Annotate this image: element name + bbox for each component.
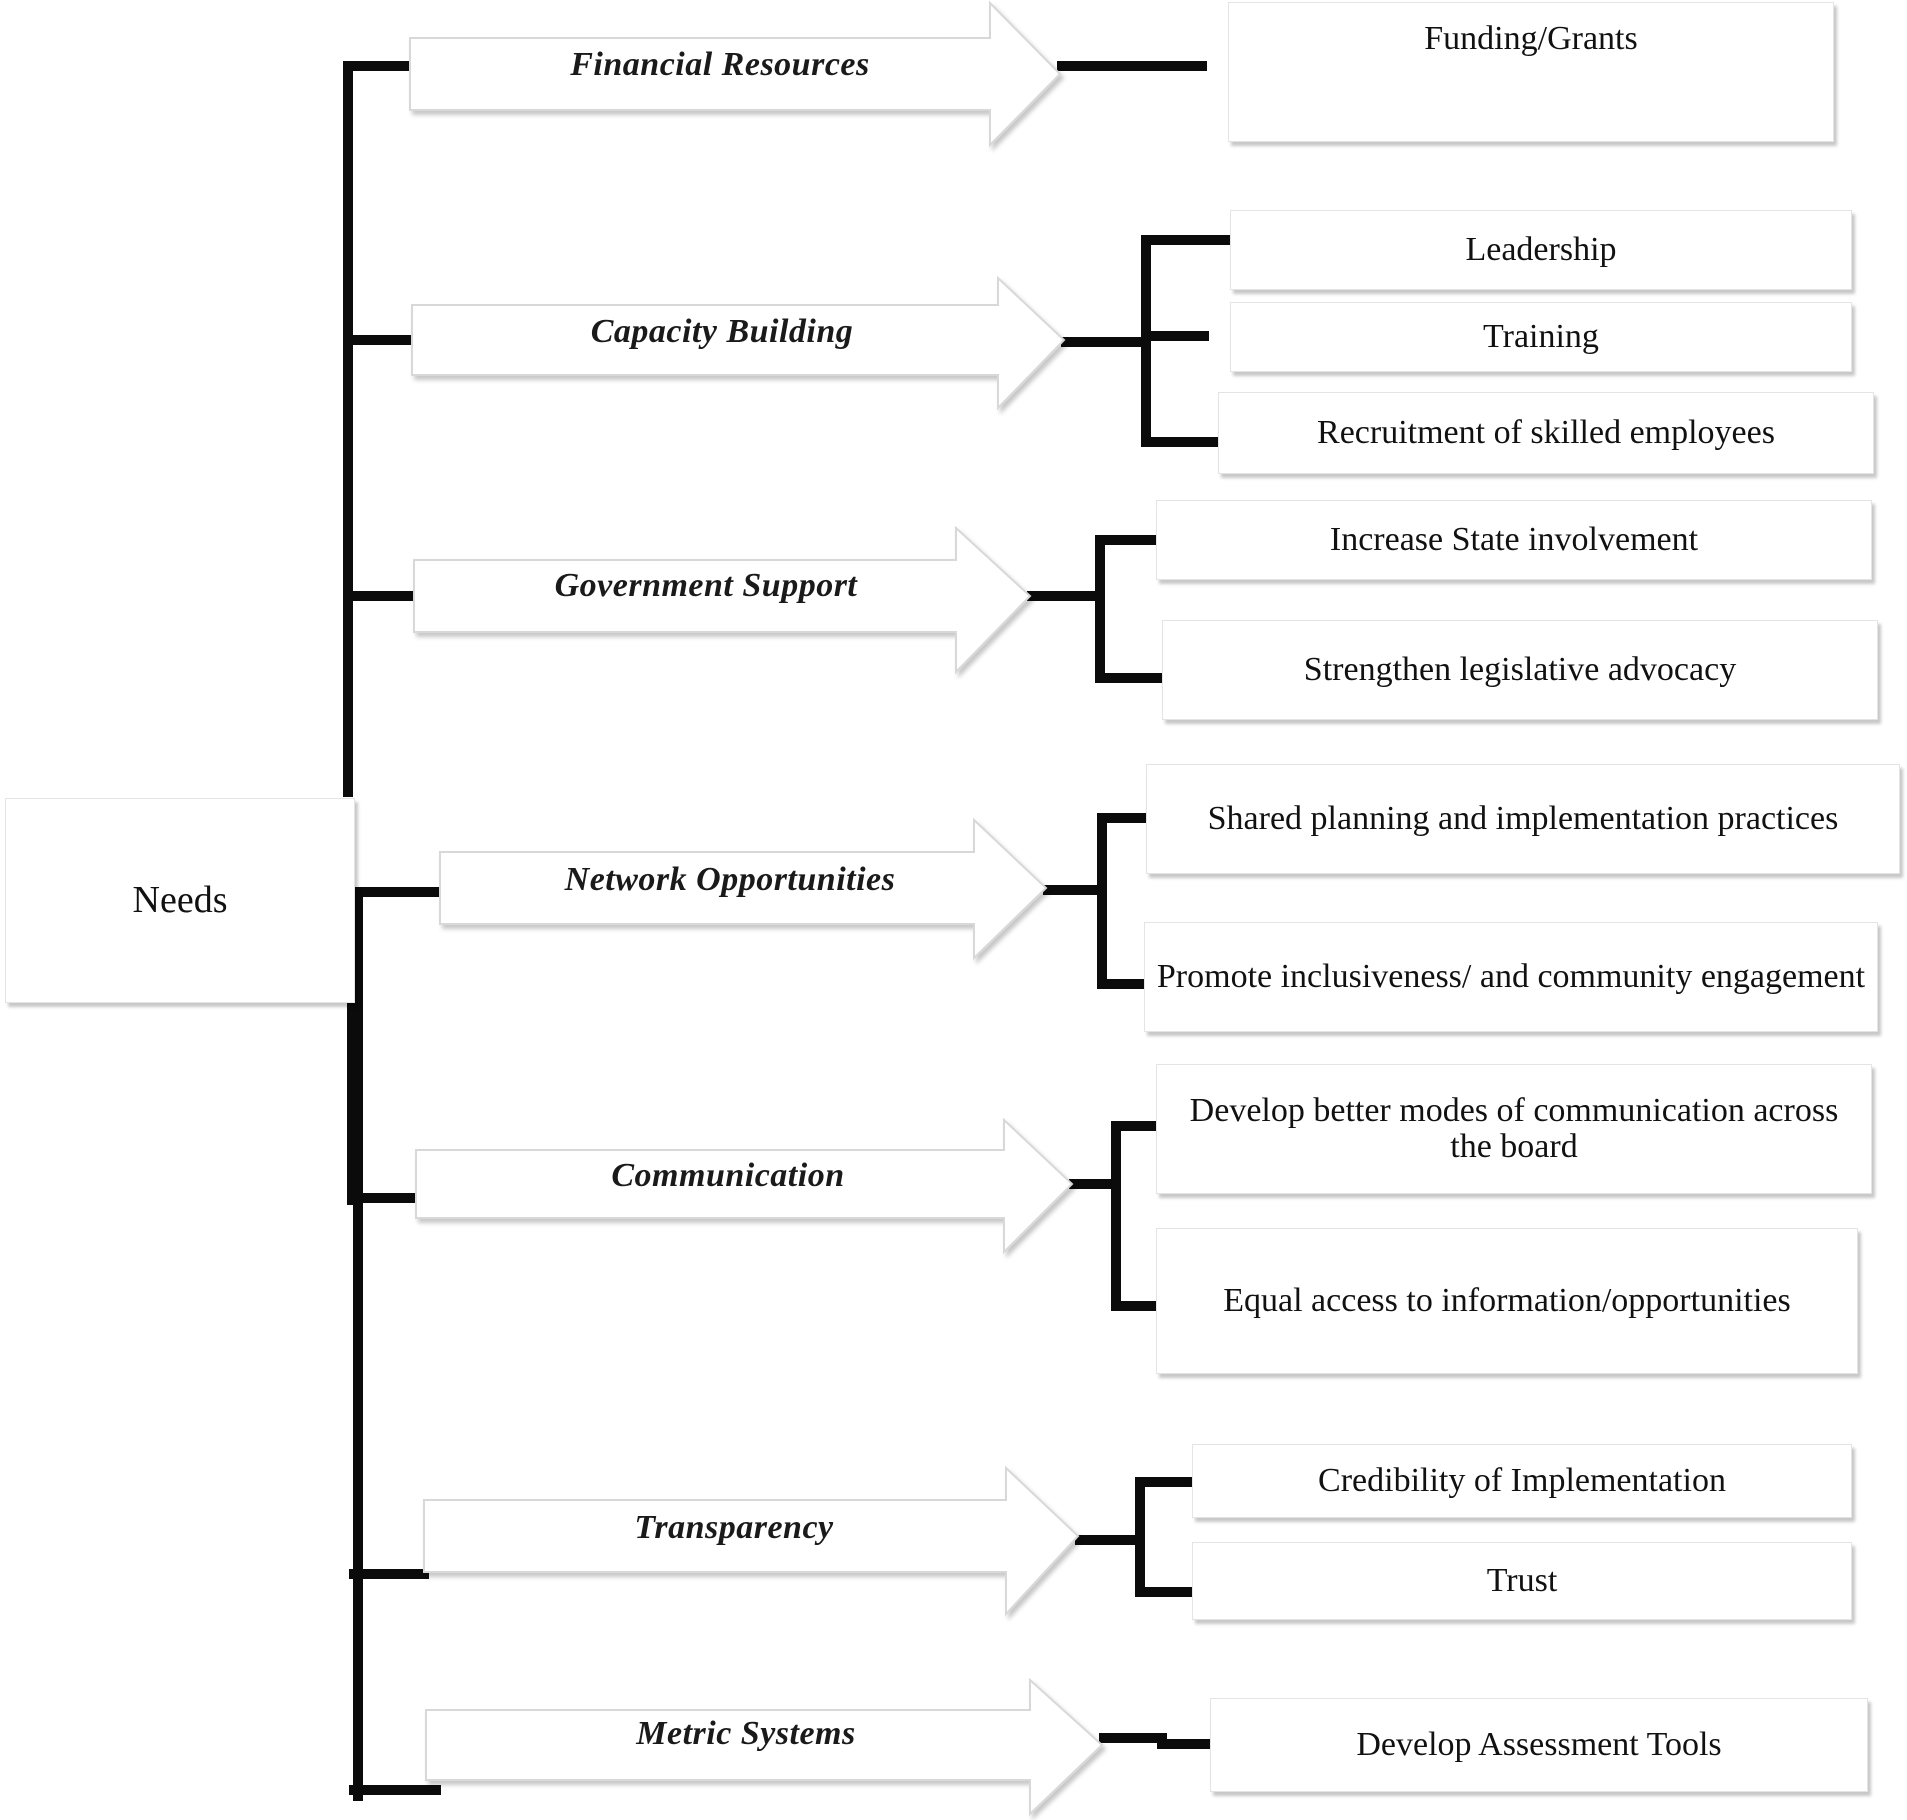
arrow-transparency (423, 1465, 1080, 1617)
item-leadership: Leadership (1230, 210, 1852, 290)
category-transparency: Transparency (634, 1509, 834, 1546)
category-network-opportunities: Network Opportunities (564, 861, 896, 898)
item-credibility-of-implementation: Credibility of Implementation (1192, 1444, 1852, 1518)
item-trust: Trust (1192, 1542, 1852, 1620)
item-increase-state-involvement: Increase State involvement (1156, 500, 1872, 580)
item-shared-planning: Shared planning and implementation pract… (1146, 764, 1900, 874)
arrow-financial-resources (409, 0, 1062, 148)
arrow-network-opportunities (439, 817, 1048, 961)
category-metric-systems: Metric Systems (636, 1715, 856, 1752)
item-recruitment: Recruitment of skilled employees (1218, 392, 1874, 474)
arrow-metric-systems (425, 1677, 1104, 1817)
category-financial-resources: Financial Resources (570, 46, 870, 83)
item-training: Training (1230, 302, 1852, 372)
item-funding-grants: Funding/Grants (1228, 2, 1834, 142)
category-capacity-building: Capacity Building (590, 313, 854, 350)
root-node-needs: Needs (5, 798, 355, 1003)
category-communication: Communication (611, 1157, 845, 1194)
item-promote-inclusiveness: Promote inclusiveness/ and community eng… (1144, 922, 1878, 1032)
item-develop-better-communication: Develop better modes of communication ac… (1156, 1064, 1872, 1194)
arrow-government-support (413, 525, 1032, 675)
arrow-capacity-building (411, 275, 1066, 411)
item-strengthen-legislative-advocacy: Strengthen legislative advocacy (1162, 620, 1878, 720)
item-equal-access: Equal access to information/opportunitie… (1156, 1228, 1858, 1374)
item-develop-assessment-tools: Develop Assessment Tools (1210, 1698, 1868, 1792)
root-label: Needs (132, 878, 228, 921)
arrow-communication (415, 1117, 1074, 1255)
category-government-support: Government Support (554, 567, 858, 604)
